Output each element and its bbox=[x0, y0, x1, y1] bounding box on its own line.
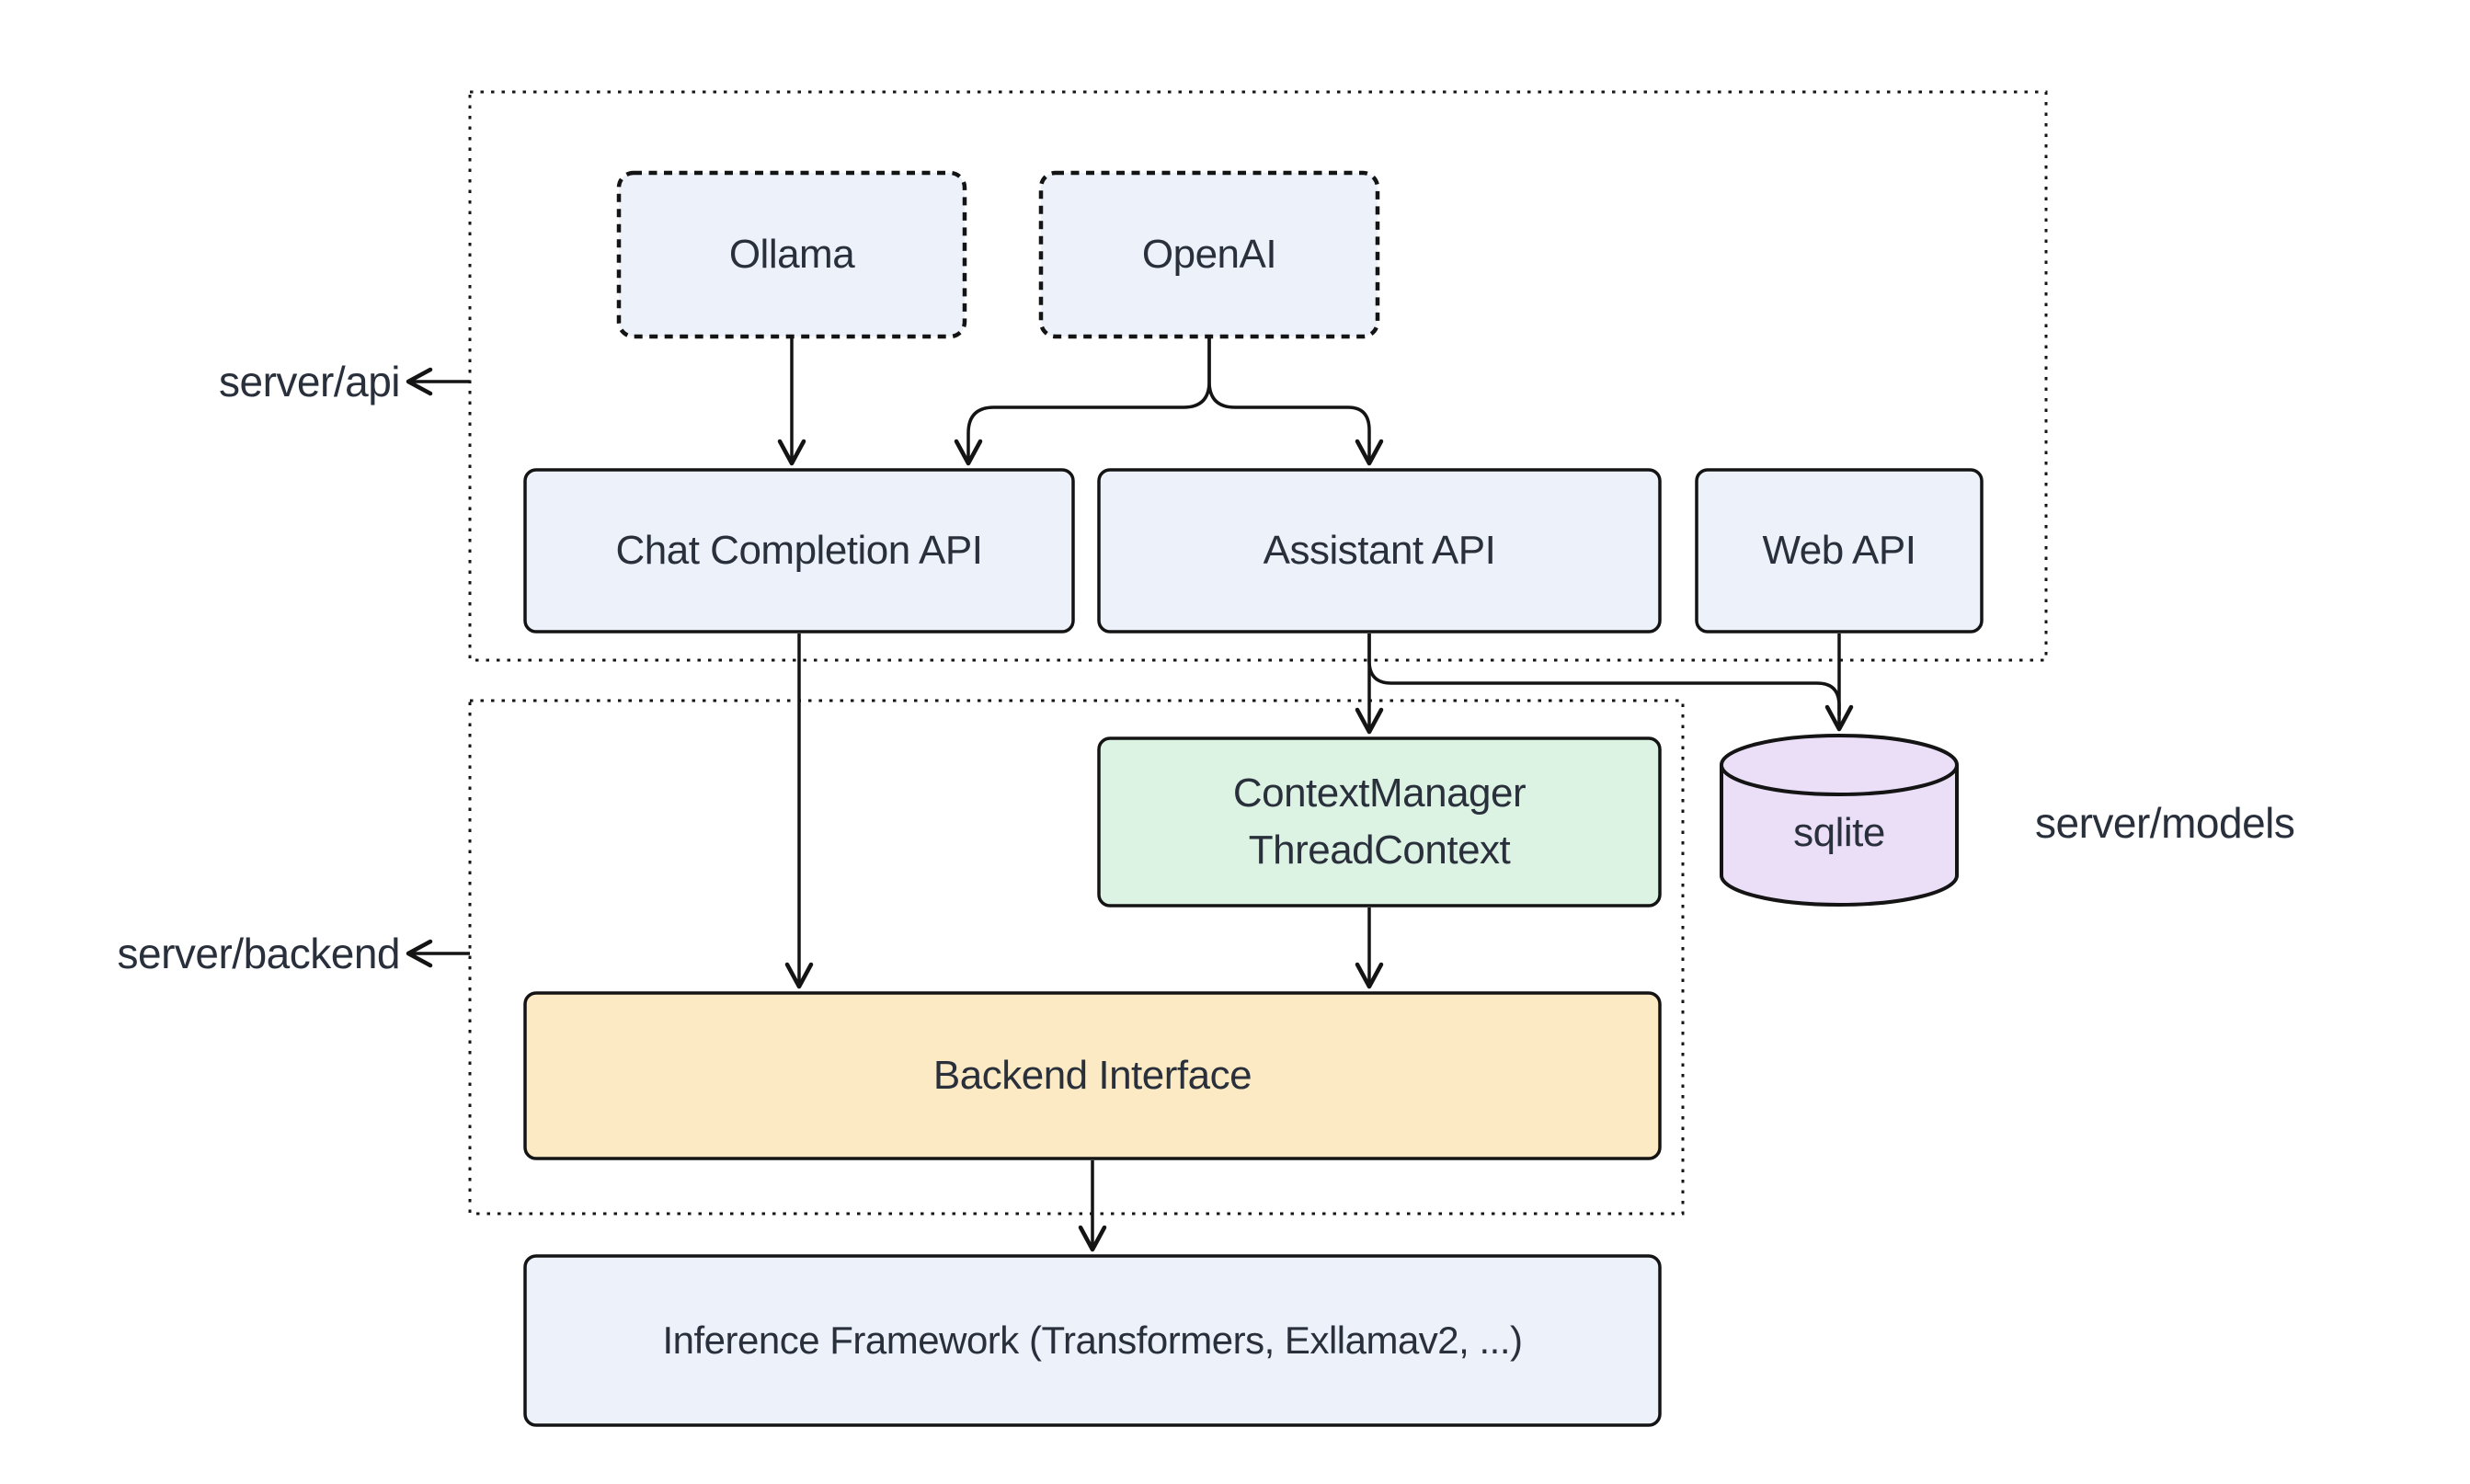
arrow-assistant-to-sqlite bbox=[1367, 634, 1841, 715]
server-backend-container-border bbox=[468, 699, 1685, 1216]
backend-interface-label: Backend Interface bbox=[932, 1052, 1252, 1098]
chat-completion-api-node-box bbox=[523, 468, 1075, 634]
web-api-node-box bbox=[1695, 468, 1984, 634]
server-models-label: server/models bbox=[2035, 799, 2295, 847]
openai-label: OpenAI bbox=[1141, 231, 1277, 277]
chat-completion-api-label: Chat Completion API bbox=[615, 527, 983, 573]
sqlite-cylinder-top bbox=[1720, 734, 1959, 796]
backend-interface-node-box bbox=[523, 991, 1662, 1160]
inference-framework-node-box bbox=[523, 1254, 1662, 1427]
context-manager-node-box bbox=[1097, 736, 1662, 908]
context-manager-label-line2: ThreadContext bbox=[1248, 828, 1511, 873]
server-api-label: server/api bbox=[219, 358, 400, 405]
openai-node-box bbox=[1038, 170, 1380, 339]
ollama-node-box bbox=[616, 170, 967, 339]
arrow-openai-to-assistant bbox=[1207, 337, 1384, 466]
ollama-label: Ollama bbox=[728, 231, 855, 277]
web-api-label: Web API bbox=[1762, 527, 1916, 573]
assistant-api-label: Assistant API bbox=[1263, 527, 1496, 573]
assistant-api-node-box bbox=[1097, 468, 1662, 634]
inference-framework-label: Inference Framework (Transformers, Exlla… bbox=[662, 1318, 1523, 1363]
context-manager-label: ContextManager ThreadContext bbox=[1099, 738, 1660, 906]
arrow-openai-to-chat-completion bbox=[954, 337, 1211, 466]
server-api-container-border bbox=[468, 90, 2048, 662]
server-backend-label: server/backend bbox=[117, 930, 401, 977]
sqlite-cylinder-body bbox=[1720, 765, 1959, 907]
sqlite-label: sqlite bbox=[1793, 809, 1885, 855]
context-manager-label-line1: ContextManager bbox=[1232, 770, 1527, 816]
